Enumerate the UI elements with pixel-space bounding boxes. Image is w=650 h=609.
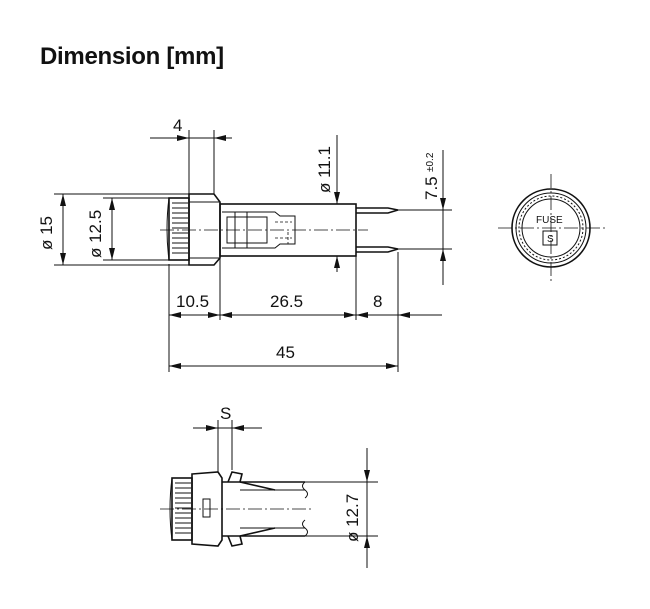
dim-pin-length: 8 [373, 292, 382, 311]
end-view-label: FUSE [536, 215, 563, 226]
dim-knob-dia: ø 12.5 [86, 210, 105, 258]
panel-view: S ø 12.7 [160, 404, 378, 568]
end-view: FUSE S [498, 174, 608, 284]
page-title: Dimension [mm] [40, 43, 224, 70]
knurled-knob [166, 197, 190, 261]
side-dimensions: 4 ø 15 ø 12.5 ø 11.1 7.5 ±0.2 [37, 116, 452, 372]
dim-flange-width: 4 [173, 116, 182, 135]
dim-pin-spacing-tol: ±0.2 [425, 152, 436, 172]
side-view [160, 193, 399, 266]
dim-total-length: 45 [276, 343, 295, 362]
dim-body-length: 26.5 [270, 292, 303, 311]
dim-outer-dia: ø 15 [37, 216, 56, 250]
dim-panel-thickness: S [220, 404, 231, 423]
dim-panel-hole: ø 12.7 [343, 494, 362, 542]
dim-pin-spacing: 7.5 [422, 176, 441, 200]
dim-knob-length: 10.5 [176, 292, 209, 311]
dim-body-dia: ø 11.1 [315, 146, 334, 193]
flange [188, 193, 221, 266]
approval-mark [542, 230, 558, 246]
panel-slot [202, 498, 211, 518]
fuse-body [219, 203, 357, 257]
panel-body [222, 471, 308, 547]
approval-mark-letter: S [547, 234, 554, 245]
